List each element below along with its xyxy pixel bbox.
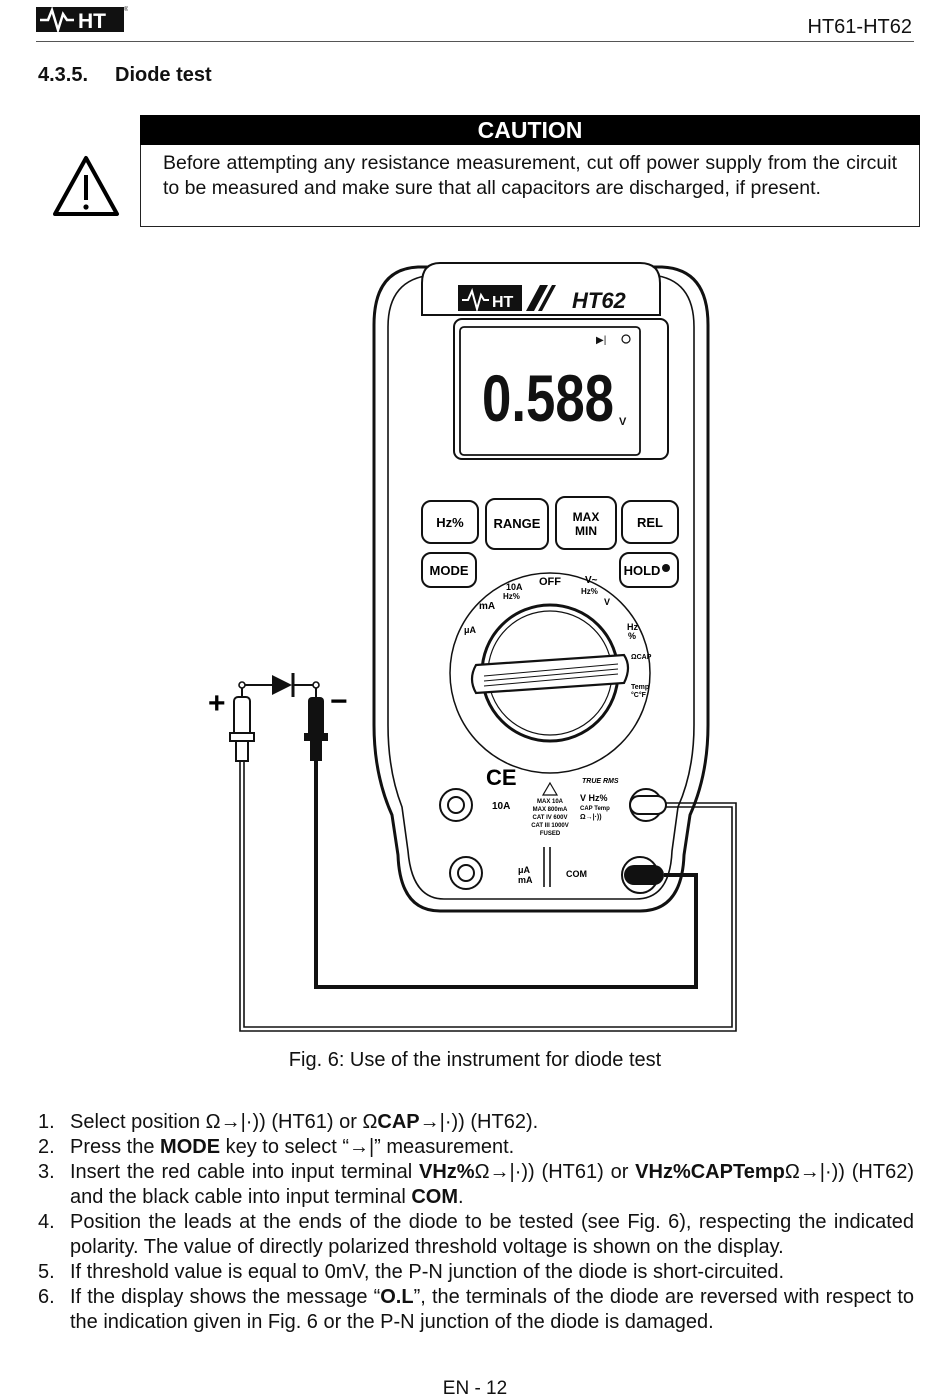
svg-text:CAP Temp: CAP Temp <box>580 806 610 812</box>
warning-triangle-icon <box>53 156 119 216</box>
svg-text:°C°F: °C°F <box>631 691 647 699</box>
button-hz-percent: Hz% <box>436 515 464 530</box>
svg-text:mA: mA <box>479 601 495 612</box>
svg-text:MAX 800mA: MAX 800mA <box>533 807 568 813</box>
svg-text:10A: 10A <box>492 801 510 812</box>
dial-off: OFF <box>539 576 561 588</box>
svg-text:CAT III 1000V: CAT III 1000V <box>531 823 569 829</box>
svg-text:μA: μA <box>518 865 531 875</box>
svg-text:Hz%: Hz% <box>581 587 598 596</box>
button-mode: MODE <box>430 563 469 578</box>
section-number: 4.3.5. <box>38 64 89 86</box>
display-unit: V <box>619 416 627 428</box>
figure-caption: Fig. 6: Use of the instrument for diode … <box>288 1049 662 1071</box>
svg-text:Hz%: Hz% <box>503 592 520 601</box>
section-title: Diode test <box>115 64 212 86</box>
polarity-plus: + <box>208 687 226 720</box>
svg-text:%: % <box>628 631 636 641</box>
logo-text: HT <box>78 10 106 33</box>
svg-text:MIN: MIN <box>575 524 597 538</box>
svg-text:Ω→|·)): Ω→|·)) <box>580 814 602 821</box>
negative-probe <box>304 685 328 761</box>
diode-symbol <box>238 673 320 697</box>
svg-text:MAX: MAX <box>573 510 600 524</box>
instruction-list: 1.Select position Ω→|·)) (HT61) or ΩCAP→… <box>38 1110 914 1335</box>
list-item: 2.Press the MODE key to select “→|” meas… <box>38 1136 515 1158</box>
svg-text:▶|: ▶| <box>596 335 606 346</box>
svg-text:Hz: Hz <box>627 622 638 632</box>
button-row: Hz% RANGE MAX MIN REL MODE HOLD <box>421 496 679 588</box>
display-reading: 0.588 <box>482 361 614 435</box>
section-heading: 4.3.5. Diode test <box>38 64 212 87</box>
svg-text:COM: COM <box>566 869 587 879</box>
figure-model-badge: HT62 <box>572 288 627 313</box>
list-item: 1.Select position Ω→|·)) (HT61) or ΩCAP→… <box>38 1111 539 1133</box>
button-rel: REL <box>637 515 663 530</box>
svg-text:mA: mA <box>518 875 533 885</box>
list-item: 6.If the display shows the message “O.L”… <box>38 1286 914 1333</box>
caution-text: Before attempting any resistance measure… <box>140 145 920 227</box>
svg-text:μA: μA <box>464 625 477 635</box>
button-range: RANGE <box>494 516 541 531</box>
multimeter-figure: HT HT62 ▶| 0.588 V Hz% RANGE MAX MIN REL… <box>208 262 737 1032</box>
svg-text:CE: CE <box>486 765 517 790</box>
list-item: 5.If threshold value is equal to 0mV, th… <box>38 1261 785 1283</box>
mark-true-rms: TRUE RMS <box>582 778 619 785</box>
svg-text:CAT IV 600V: CAT IV 600V <box>533 815 568 821</box>
list-item: 4.Position the leads at the ends of the … <box>38 1211 914 1258</box>
button-hold: HOLD <box>624 563 661 578</box>
page-number: EN - 12 <box>442 1378 508 1399</box>
svg-text:Temp: Temp <box>631 684 649 691</box>
ht-logo: HT ® <box>36 6 128 34</box>
header-divider <box>36 41 914 42</box>
svg-text:V: V <box>604 597 610 607</box>
polarity-minus: − <box>330 685 348 718</box>
svg-text:®: ® <box>124 6 128 13</box>
svg-text:V~: V~ <box>585 575 598 586</box>
svg-text:V Hz%: V Hz% <box>580 793 608 803</box>
svg-text:ΩCAP: ΩCAP <box>631 654 652 661</box>
list-item: 3.Insert the red cable into input termin… <box>38 1161 914 1208</box>
header-model: HT61-HT62 <box>807 16 912 38</box>
positive-probe <box>229 685 255 762</box>
caution-title: CAUTION <box>140 115 920 145</box>
figure-brand: HT <box>492 294 514 311</box>
svg-text:10A: 10A <box>506 582 523 592</box>
svg-text:MAX 10A: MAX 10A <box>537 799 564 805</box>
svg-text:FUSED: FUSED <box>540 831 561 837</box>
